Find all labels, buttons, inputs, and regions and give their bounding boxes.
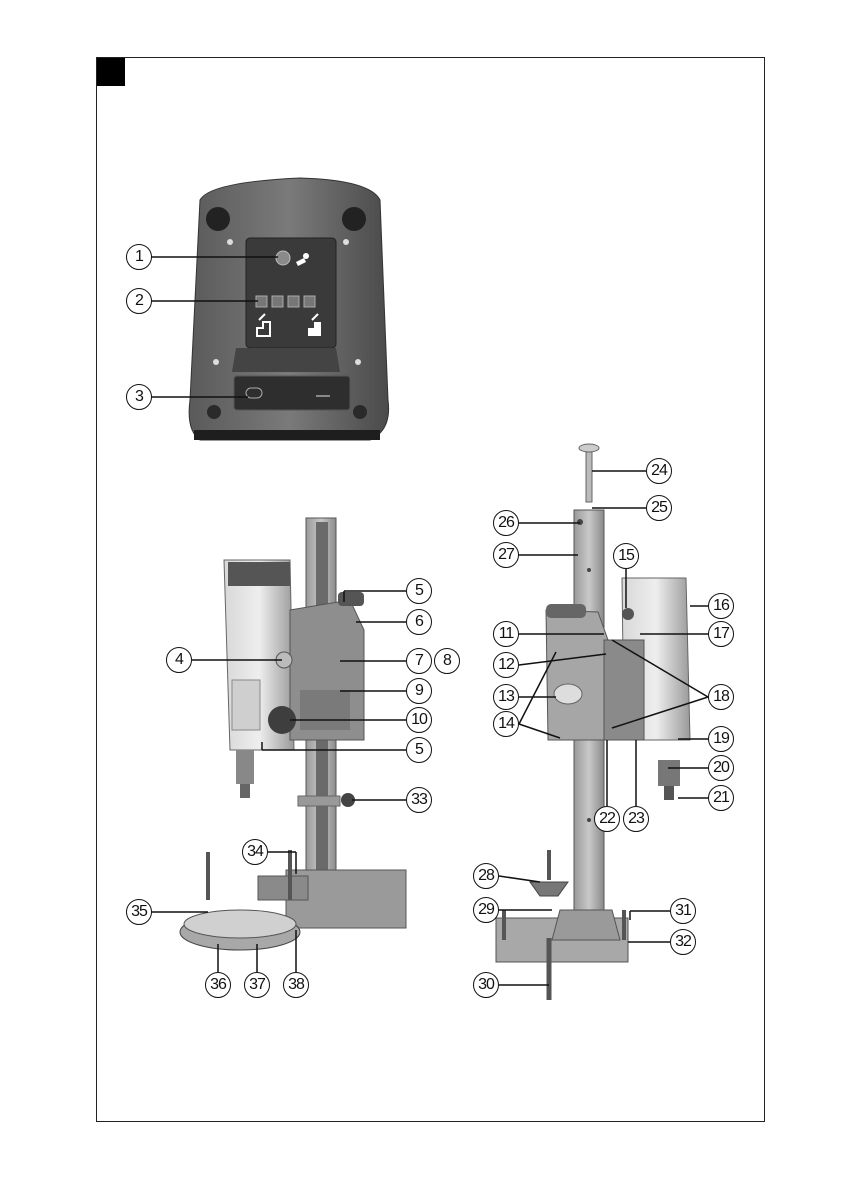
callout-15: 15 <box>613 543 639 569</box>
callout-13: 13 <box>493 684 519 710</box>
callout-26: 26 <box>493 510 519 536</box>
callout-32: 32 <box>670 929 696 955</box>
callout-14: 14 <box>493 711 519 737</box>
drill-rig-left <box>180 518 406 950</box>
callout-1: 1 <box>126 244 152 270</box>
callout-10: 10 <box>406 707 432 733</box>
callout-18: 18 <box>708 684 734 710</box>
callout-11: 11 <box>493 621 519 647</box>
callout-2: 2 <box>126 288 152 314</box>
callout-16: 16 <box>708 593 734 619</box>
callout-9: 9 <box>406 678 432 704</box>
callout-5a: 5 <box>406 578 432 604</box>
drill-rig-right <box>496 444 690 1000</box>
callout-31: 31 <box>670 898 696 924</box>
callout-33: 33 <box>406 787 432 813</box>
callout-25: 25 <box>646 495 672 521</box>
callout-27: 27 <box>493 542 519 568</box>
callout-4: 4 <box>166 647 192 673</box>
callout-34: 34 <box>242 839 268 865</box>
callout-35: 35 <box>126 899 152 925</box>
callout-21: 21 <box>708 785 734 811</box>
callout-36: 36 <box>205 972 231 998</box>
callout-19: 19 <box>708 726 734 752</box>
callout-3: 3 <box>126 384 152 410</box>
callout-5b: 5 <box>406 737 432 763</box>
callout-17: 17 <box>708 621 734 647</box>
callout-8: 8 <box>434 648 460 674</box>
callout-22: 22 <box>594 806 620 832</box>
callout-37: 37 <box>244 972 270 998</box>
callout-6: 6 <box>406 609 432 635</box>
callout-28: 28 <box>473 863 499 889</box>
callout-23: 23 <box>623 806 649 832</box>
callout-38: 38 <box>283 972 309 998</box>
callout-7: 7 <box>406 648 432 674</box>
callout-24: 24 <box>646 458 672 484</box>
callout-30: 30 <box>473 972 499 998</box>
control-panel-view <box>189 178 389 440</box>
callout-29: 29 <box>473 897 499 923</box>
callout-20: 20 <box>708 755 734 781</box>
callout-12: 12 <box>493 652 519 678</box>
